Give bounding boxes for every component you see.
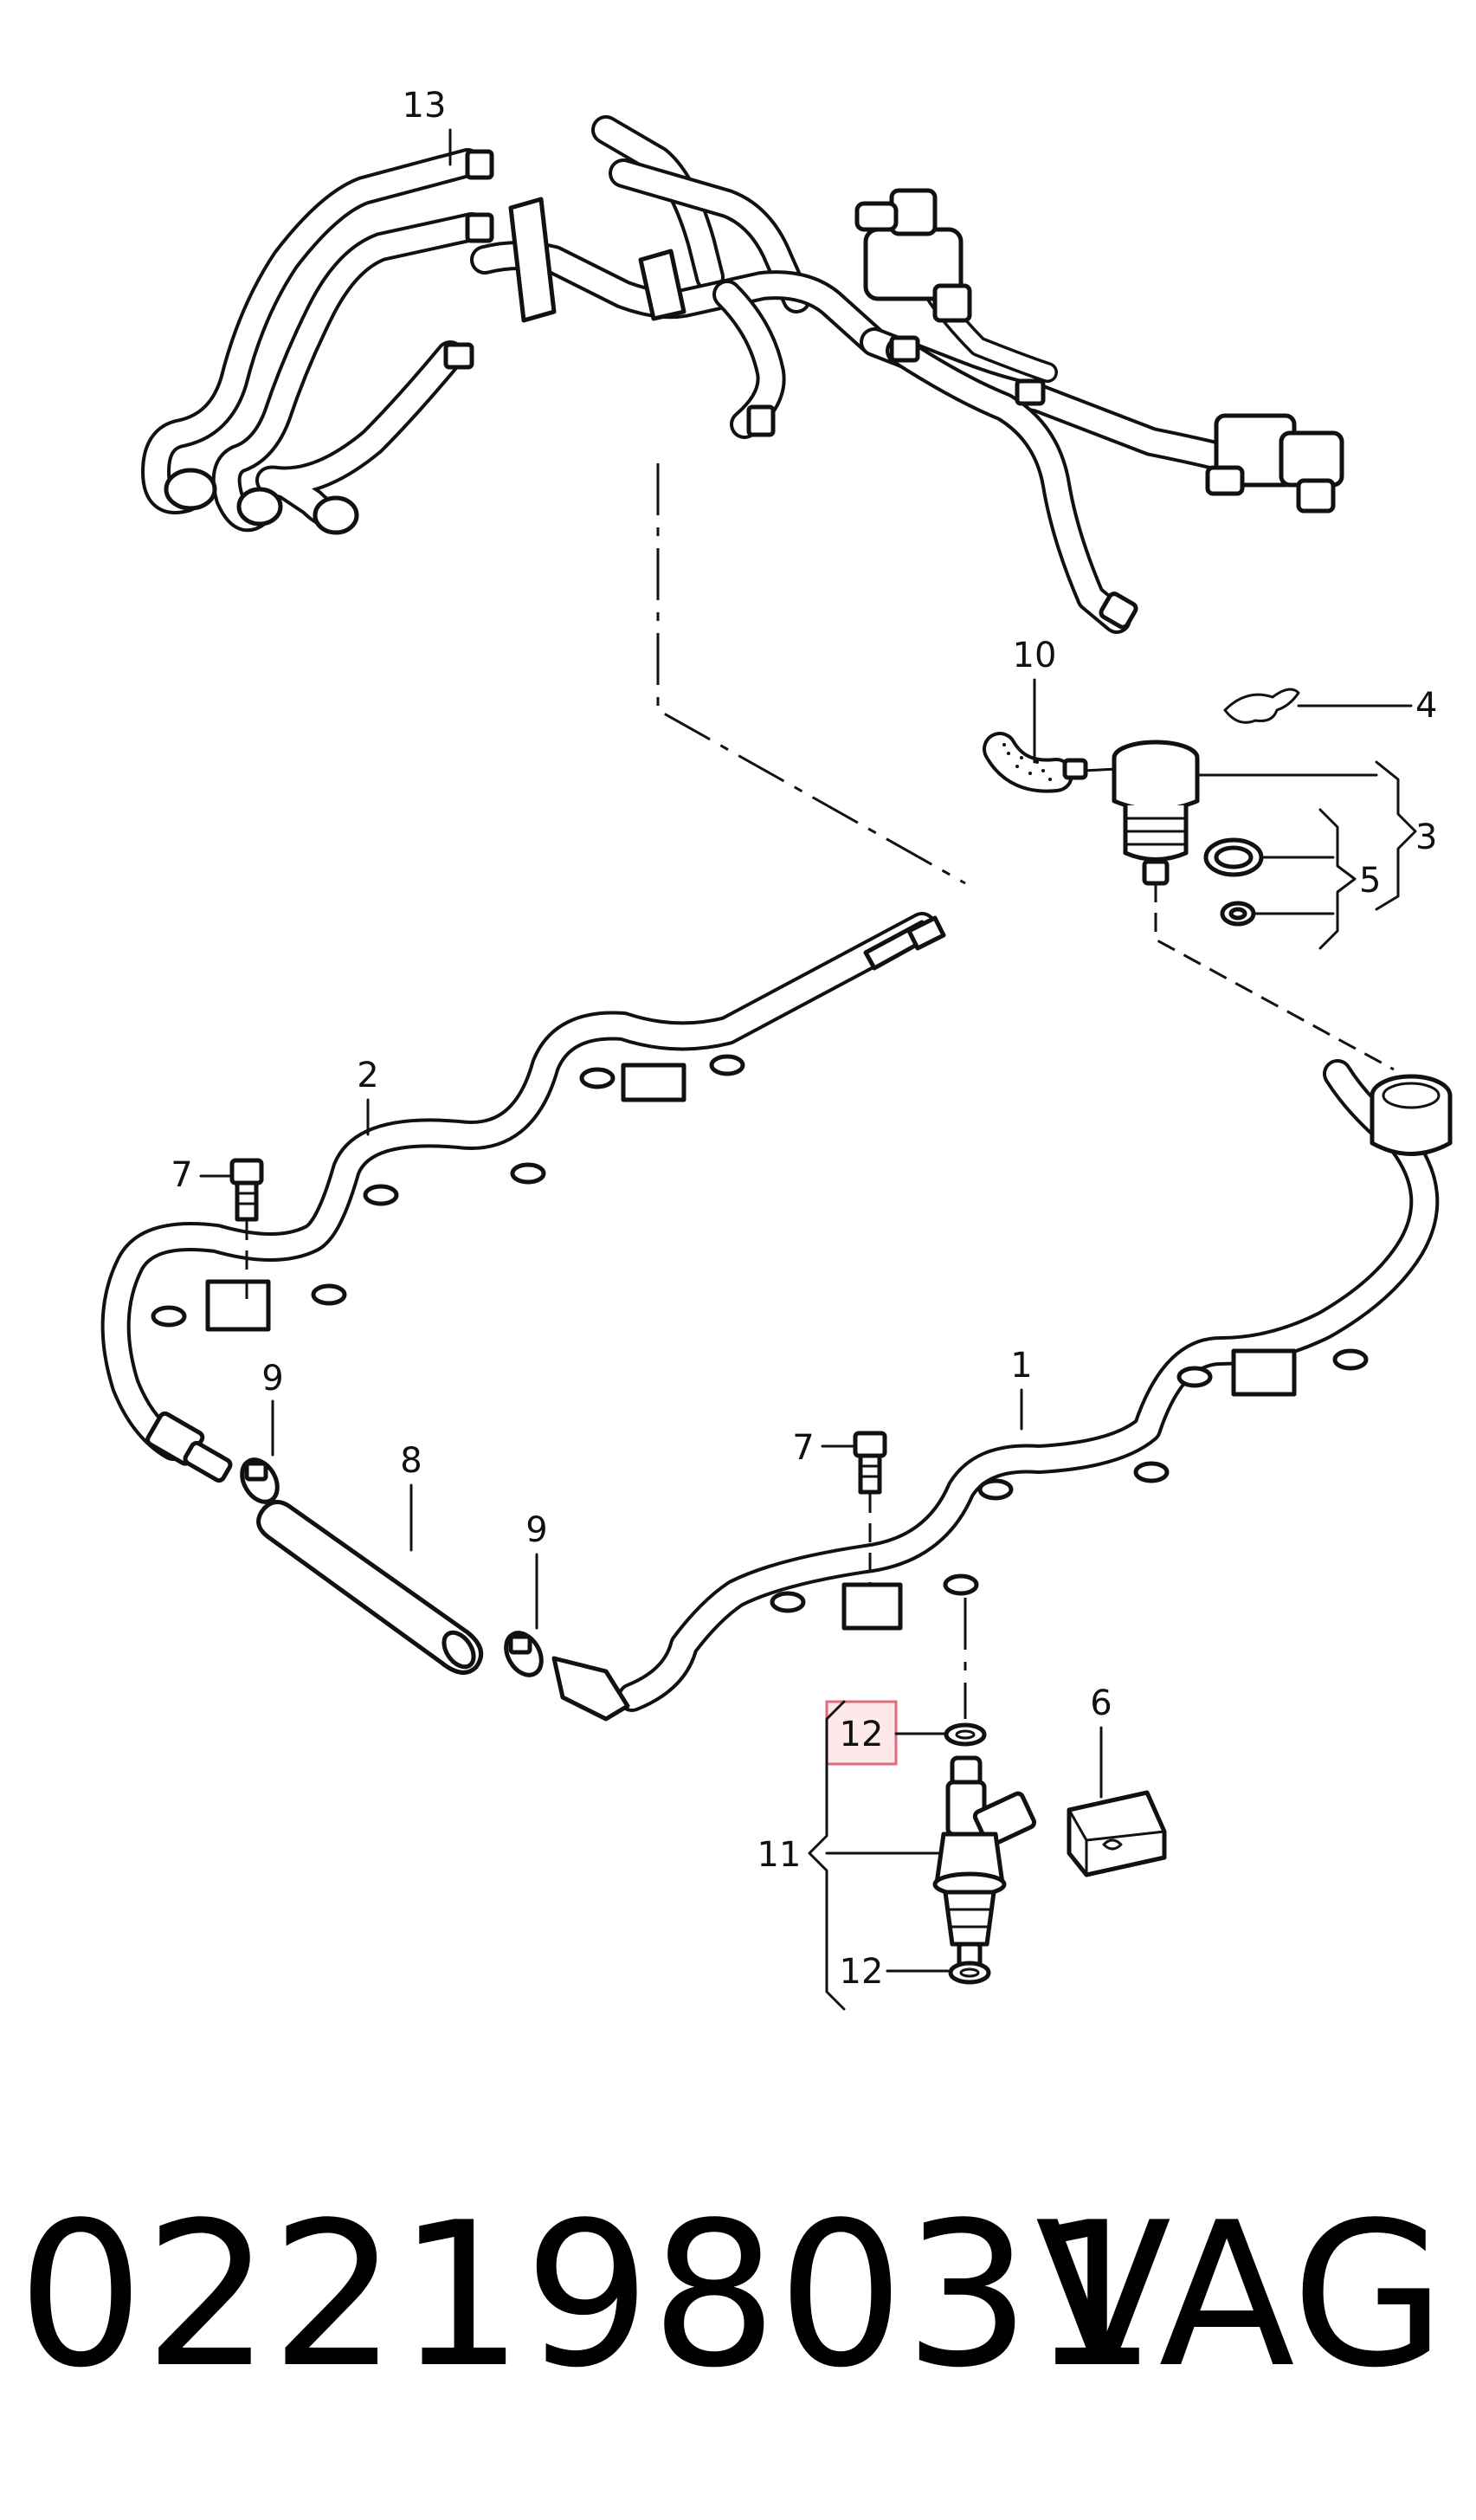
clamp-left: 9 bbox=[240, 1359, 284, 1504]
pipe-bundle bbox=[141, 115, 889, 535]
bolt-head bbox=[229, 1158, 264, 1186]
injector-cup bbox=[579, 1067, 616, 1089]
housing-body bbox=[1067, 1790, 1167, 1877]
solenoid-valve bbox=[1205, 413, 1344, 514]
bracket-11 bbox=[808, 1700, 846, 2011]
pressure-regulator-group: 4 10 3 5 bbox=[983, 636, 1437, 1071]
fuel-rail-upper bbox=[100, 912, 946, 1483]
pipe-end-fitting bbox=[164, 468, 217, 511]
hose-connector bbox=[1015, 378, 1046, 406]
valve-outlet bbox=[932, 283, 972, 323]
solenoid-connector bbox=[1205, 465, 1245, 496]
callout-number: 10 bbox=[1013, 636, 1057, 675]
pipe-clip bbox=[508, 197, 557, 323]
injector-cup bbox=[977, 1478, 1014, 1501]
rail-nipple bbox=[183, 1440, 233, 1483]
retaining-clip bbox=[1223, 688, 1300, 724]
callout-number: 9 bbox=[525, 1510, 547, 1550]
injector-o-ring-upper bbox=[944, 1722, 987, 1747]
callout-number: 9 bbox=[261, 1359, 283, 1399]
o-ring-large-inner bbox=[1214, 845, 1254, 869]
o-ring-small-inner bbox=[1228, 907, 1247, 921]
regulator-outlet bbox=[1142, 859, 1170, 886]
callout-number: 6 bbox=[1090, 1683, 1112, 1723]
pipe-clip bbox=[638, 249, 686, 321]
fuel-rail-lower bbox=[551, 1059, 1453, 1722]
connector-housing: 6 bbox=[1067, 1683, 1167, 1877]
callout-number: 1 bbox=[1010, 1346, 1032, 1386]
rail-bracket bbox=[1231, 1348, 1297, 1397]
pipe-ferrule bbox=[465, 149, 494, 180]
regulator-cup-body bbox=[1370, 1095, 1453, 1156]
callout-13: 13 bbox=[403, 86, 452, 166]
fuel-line-assembly bbox=[141, 115, 1344, 634]
bolt-shank bbox=[858, 1453, 882, 1495]
charcoal-canister-valve bbox=[854, 188, 972, 323]
injector-o-ring-lower bbox=[948, 1961, 991, 1985]
callout-number: 7 bbox=[792, 1428, 814, 1468]
injector-cup bbox=[709, 1054, 745, 1076]
rail-bracket bbox=[621, 1063, 686, 1102]
solenoid-port bbox=[1296, 478, 1336, 514]
callout-number: 7 bbox=[171, 1155, 192, 1195]
injector-cup bbox=[770, 1591, 806, 1613]
bolt-lower: 7 bbox=[792, 1428, 887, 1585]
hose-connector bbox=[889, 335, 920, 363]
callout-number: 11 bbox=[757, 1835, 802, 1875]
callout-number: 4 bbox=[1415, 686, 1437, 726]
rail-bracket bbox=[841, 1582, 903, 1631]
callout-number: 13 bbox=[403, 86, 447, 126]
injector-cup bbox=[1176, 1366, 1213, 1388]
injector-lower-body bbox=[943, 1890, 996, 1947]
brand-name: VAG bbox=[1035, 2181, 1446, 2412]
bolt-shank bbox=[235, 1180, 259, 1222]
callout-number: 12 bbox=[840, 1715, 884, 1754]
injector-cup bbox=[1332, 1348, 1369, 1371]
bolt-head bbox=[853, 1431, 887, 1458]
rail-bracket bbox=[205, 1279, 271, 1332]
callout-number: 8 bbox=[400, 1441, 422, 1481]
callout-number: 2 bbox=[357, 1056, 378, 1095]
clamp-right: 9 bbox=[504, 1510, 548, 1677]
injector-cup bbox=[1133, 1461, 1170, 1483]
rail-inlet-tip bbox=[906, 915, 946, 951]
hose-end bbox=[1099, 591, 1138, 630]
callout-number: 3 bbox=[1415, 817, 1437, 857]
assembly-guide-line bbox=[656, 463, 966, 885]
pipe-ferrule bbox=[443, 342, 474, 370]
injector-cup bbox=[510, 1162, 546, 1185]
rail-outlet-fitting bbox=[551, 1656, 630, 1722]
injector-group: 12 11 12 bbox=[757, 1700, 1037, 2011]
fuel-hose: 8 bbox=[256, 1441, 484, 1675]
valve-port bbox=[854, 201, 899, 232]
hose-body bbox=[256, 1500, 484, 1675]
hose-end-opening bbox=[442, 1630, 476, 1670]
bracket-3 bbox=[1375, 760, 1417, 911]
pipe-ferrule bbox=[465, 212, 494, 243]
bracket-5 bbox=[1318, 808, 1357, 950]
pipe-ferrule bbox=[746, 404, 776, 437]
solenoid-coil bbox=[1279, 430, 1344, 488]
callout-1: 1 bbox=[1010, 1346, 1033, 1431]
injector-cup bbox=[363, 1184, 399, 1206]
callout-number: 5 bbox=[1359, 861, 1381, 901]
bolt-upper: 7 bbox=[171, 1155, 264, 1299]
pipe-end-fitting bbox=[236, 487, 283, 527]
callout-number: 12 bbox=[840, 1952, 884, 1992]
part-number: 022198031 bbox=[17, 2181, 1157, 2412]
callout-2: 2 bbox=[357, 1056, 379, 1136]
injector-cup bbox=[943, 1573, 979, 1596]
pipe-end-fitting bbox=[313, 495, 359, 535]
hose-texture bbox=[1002, 743, 1052, 781]
regulator-nipple bbox=[1062, 758, 1088, 780]
regulator-vacuum-hose bbox=[986, 735, 1070, 790]
vacuum-hose-right bbox=[860, 284, 1244, 634]
injector-cup bbox=[311, 1283, 347, 1306]
regulator-body bbox=[1112, 758, 1200, 812]
regulator-guide-line bbox=[1154, 883, 1395, 1071]
injector-cup bbox=[151, 1305, 187, 1328]
